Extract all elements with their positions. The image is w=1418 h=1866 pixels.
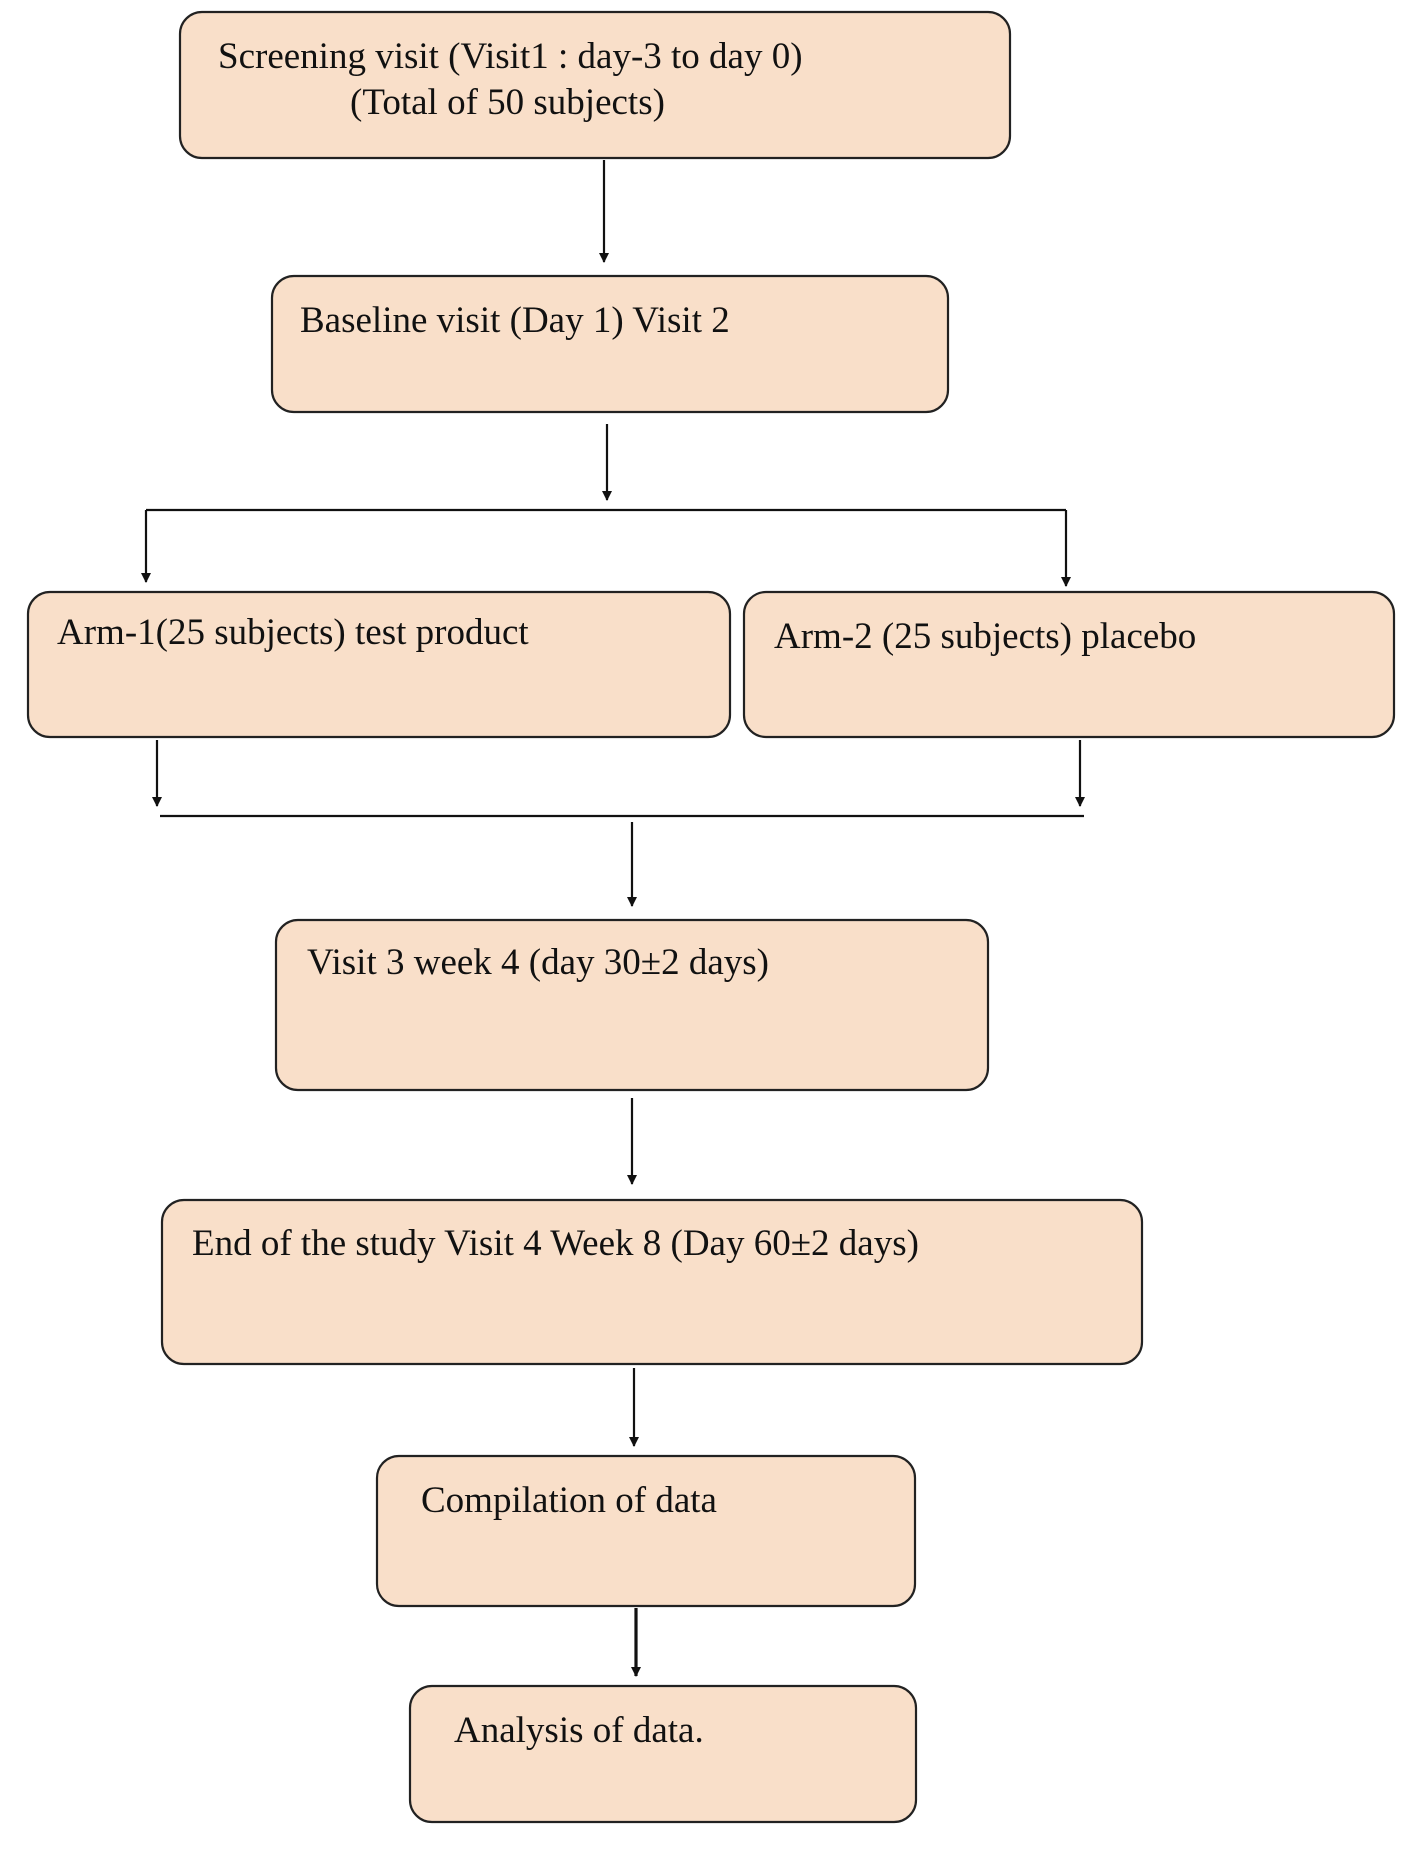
arm-2-box — [742, 590, 1396, 739]
visit-3-box — [274, 918, 990, 1092]
compilation-label: Compilation of data — [421, 1480, 717, 1521]
baseline-visit-label: Baseline visit (Day 1) Visit 2 — [300, 300, 730, 341]
visit-3-label: Visit 3 week 4 (day 30±2 days) — [307, 942, 769, 983]
screening-visit-label: Screening visit (Visit1 : day-3 to day 0… — [218, 36, 803, 77]
arm-1-label: Arm-1(25 subjects) test product — [57, 612, 529, 653]
analysis-box — [408, 1684, 918, 1824]
compilation-box — [375, 1454, 917, 1608]
baseline-visit-box — [270, 274, 950, 414]
end-of-study-box — [160, 1198, 1144, 1366]
screening-total-label: (Total of 50 subjects) — [350, 82, 665, 123]
analysis-label: Analysis of data. — [454, 1710, 704, 1751]
end-of-study-label: End of the study Visit 4 Week 8 (Day 60±… — [192, 1223, 919, 1264]
arm-1-box — [26, 590, 732, 739]
arm-2-label: Arm-2 (25 subjects) placebo — [774, 616, 1196, 657]
screening-visit-box — [178, 10, 1012, 160]
